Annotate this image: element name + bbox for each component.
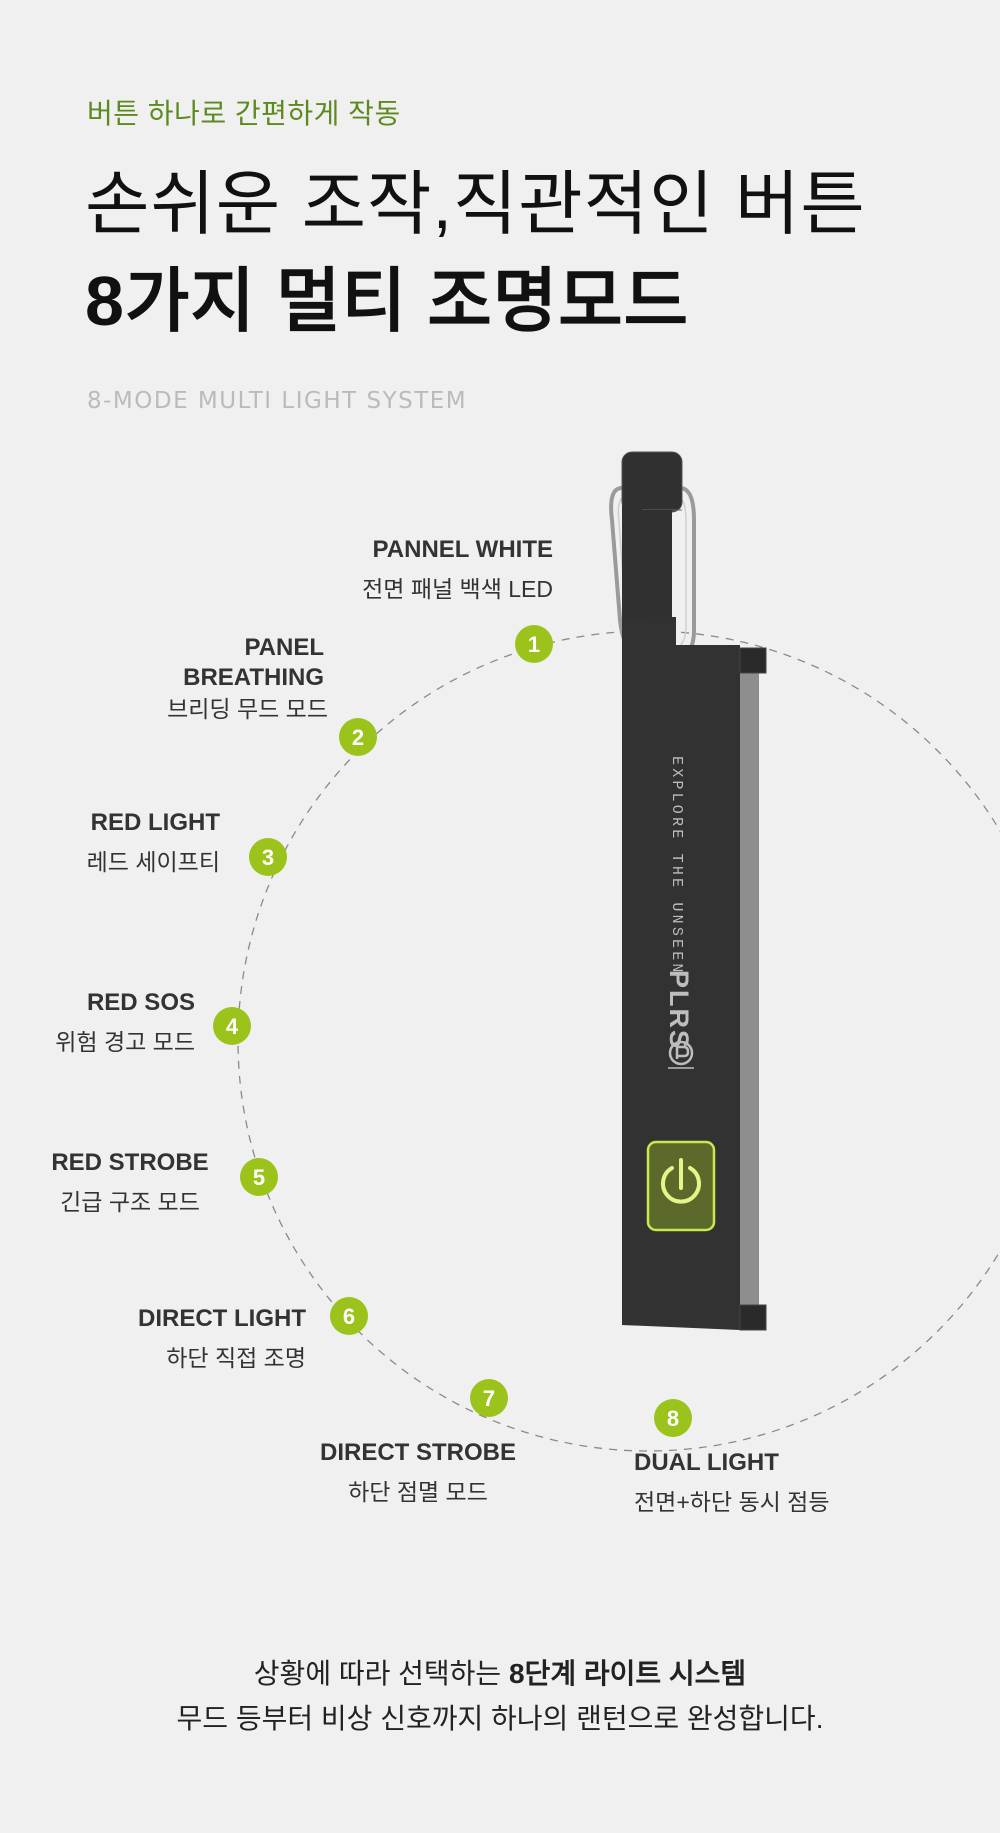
mode-badge-7[interactable]: 7 [470, 1379, 508, 1417]
device-brand: PLRS [664, 970, 694, 1050]
mode-badge-3[interactable]: 3 [249, 838, 287, 876]
svg-text:6: 6 [343, 1304, 355, 1329]
mode-name: RED STROBE [51, 1149, 209, 1176]
mode-name: PANNEL WHITE [372, 536, 553, 563]
mode-badge-8[interactable]: 8 [654, 1399, 692, 1437]
device-tagline: EXPLORE THE UNSEEN [668, 756, 685, 976]
svg-text:4: 4 [226, 1014, 239, 1039]
footer-copy: 상황에 따라 선택하는 8단계 라이트 시스템 무드 등부터 비상 신호까지 하… [0, 1652, 1000, 1742]
page-title-line1: 손쉬운 조작,직관적인 버튼 [85, 165, 866, 243]
mode-badge-5[interactable]: 5 [240, 1158, 278, 1196]
mode-name: DUAL LIGHT [634, 1449, 779, 1476]
svg-text:8: 8 [667, 1406, 679, 1431]
svg-text:5: 5 [253, 1165, 265, 1190]
mode-label-2: PANEL BREATHING 브리딩 무드 모드 [167, 633, 328, 724]
svg-text:1: 1 [528, 632, 540, 657]
mode-label-3: RED LIGHT 레드 세이프티 [87, 808, 220, 877]
mode-name: DIRECT STROBE [319, 1439, 516, 1466]
mode-label-4: RED SOS 위험 경고 모드 [55, 988, 195, 1057]
mode-name: BREATHING [183, 664, 324, 691]
mode-desc: 긴급 구조 모드 [60, 1189, 200, 1215]
device-top-cap [621, 451, 683, 513]
power-icon [661, 1158, 701, 1204]
brand-logo-icon [668, 1040, 694, 1066]
footer-line1: 상황에 따라 선택하는 8단계 라이트 시스템 [0, 1652, 1000, 1697]
mode-label-8: DUAL LIGHT 전면+하단 동시 점등 [634, 1448, 830, 1517]
page-subtitle: 8-MODE MULTI LIGHT SYSTEM [87, 388, 468, 414]
mode-desc: 레드 세이프티 [86, 849, 220, 875]
mode-desc: 위험 경고 모드 [55, 1029, 195, 1055]
footer-line1-prefix: 상황에 따라 선택하는 [253, 1658, 509, 1689]
mode-label-6: DIRECT LIGHT 하단 직접 조명 [138, 1304, 306, 1373]
mode-name: RED SOS [86, 989, 195, 1016]
mode-desc: 전면+하단 동시 점등 [634, 1489, 830, 1515]
mode-badge-2[interactable]: 2 [339, 718, 377, 756]
mode-diagram: EXPLORE THE UNSEEN PLRS 1 2 3 4 5 6 [213, 451, 1000, 1452]
svg-text:7: 7 [483, 1386, 495, 1411]
device-side-panel [740, 668, 759, 1310]
mode-badge-1[interactable]: 1 [515, 625, 553, 663]
mode-badge-6[interactable]: 6 [330, 1297, 368, 1335]
mode-name: DIRECT LIGHT [138, 1305, 306, 1332]
footer-line2: 무드 등부터 비상 신호까지 하나의 랜턴으로 완성합니다. [176, 1702, 824, 1734]
mode-desc: 전면 패널 백색 LED [362, 576, 553, 602]
mode-desc: 브리딩 무드 모드 [167, 696, 328, 722]
mode-badge-4[interactable]: 4 [213, 1007, 251, 1045]
mode-name: PANEL [244, 634, 324, 661]
mode-badges: 1 2 3 4 5 6 7 8 [213, 625, 692, 1437]
svg-text:3: 3 [262, 845, 274, 870]
mode-label-1: PANNEL WHITE 전면 패널 백색 LED [362, 535, 553, 604]
lantern-device: EXPLORE THE UNSEEN PLRS [609, 451, 767, 1331]
footer-line1-bold: 8단계 라이트 시스템 [508, 1658, 747, 1689]
svg-text:2: 2 [352, 725, 364, 750]
mode-label-7: DIRECT STROBE 하단 점멸 모드 [318, 1438, 518, 1507]
eyebrow-text: 버튼 하나로 간편하게 작동 [87, 98, 401, 129]
mode-desc: 하단 점멸 모드 [348, 1479, 488, 1505]
page-title-line2: 8가지 멀티 조명모드 [85, 262, 690, 340]
mode-desc: 하단 직접 조명 [166, 1345, 306, 1371]
mode-label-5: RED STROBE 긴급 구조 모드 [50, 1148, 210, 1217]
mode-name: RED LIGHT [90, 809, 220, 836]
